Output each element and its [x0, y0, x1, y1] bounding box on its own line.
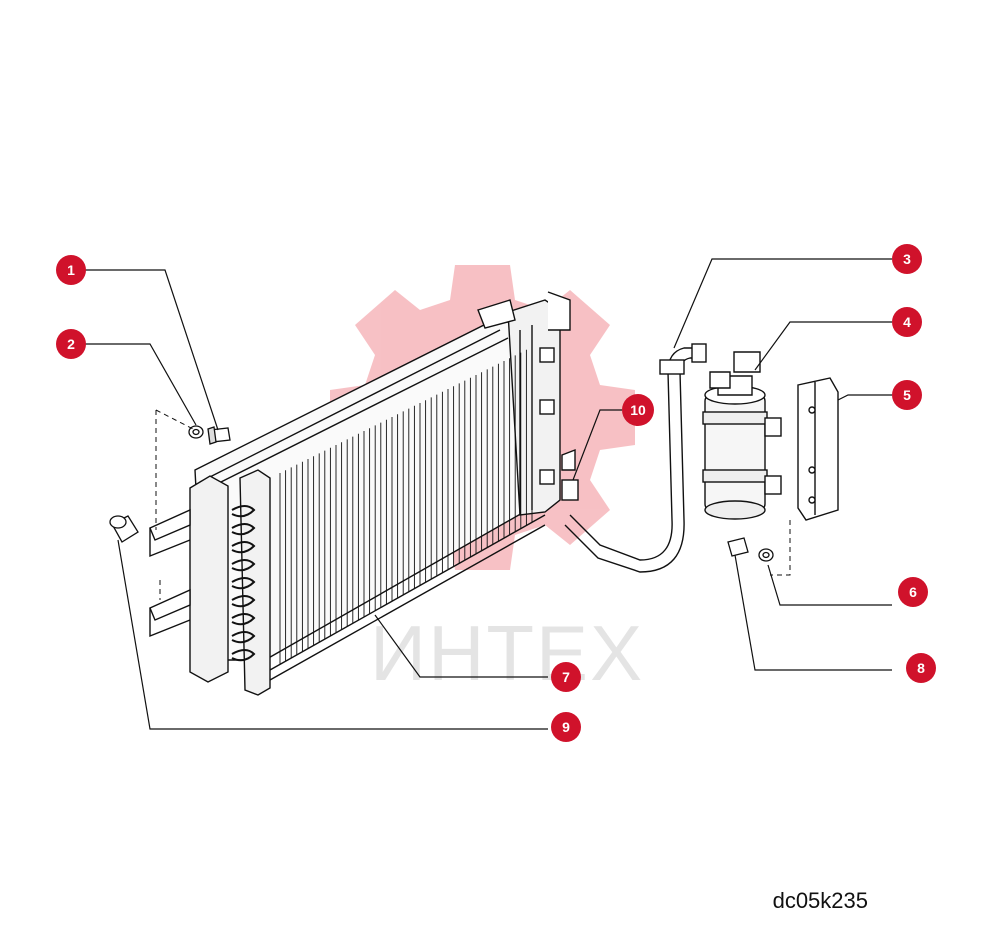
- callout-5[interactable]: 5: [892, 380, 922, 410]
- callout-2[interactable]: 2: [56, 329, 86, 359]
- watermark-text: ИНТЕХ: [370, 609, 644, 697]
- callout-5-label: 5: [903, 387, 911, 403]
- callout-10-label: 10: [630, 402, 646, 418]
- phantom-lines: [155, 409, 791, 600]
- nut-and-bolt: [188, 425, 231, 445]
- receiver-drier: [702, 351, 782, 520]
- callout-2-label: 2: [67, 336, 75, 352]
- callout-3-label: 3: [903, 251, 911, 267]
- reference-code: dc05k235: [772, 888, 868, 913]
- bolt-and-washer: [727, 537, 774, 562]
- callout-3[interactable]: 3: [892, 244, 922, 274]
- spacer-sleeve: [109, 515, 139, 543]
- callout-9[interactable]: 9: [551, 712, 581, 742]
- callout-7-label: 7: [562, 669, 570, 685]
- callout-9-label: 9: [562, 719, 570, 735]
- callout-4-label: 4: [903, 314, 911, 330]
- callout-markers: 1 2 3 4 5 6 7 8 9 10: [56, 244, 936, 742]
- mounting-bracket: [797, 377, 839, 521]
- callout-1-label: 1: [67, 262, 75, 278]
- callout-7[interactable]: 7: [551, 662, 581, 692]
- callout-6[interactable]: 6: [898, 577, 928, 607]
- callout-1[interactable]: 1: [56, 255, 86, 285]
- condenser: [149, 291, 571, 696]
- leader-lines: [84, 258, 892, 730]
- callout-8-label: 8: [917, 660, 925, 676]
- callout-10[interactable]: 10: [622, 394, 654, 426]
- callout-8[interactable]: 8: [906, 653, 936, 683]
- refrigerant-hose: [561, 343, 707, 573]
- callout-4[interactable]: 4: [892, 307, 922, 337]
- callout-6-label: 6: [909, 584, 917, 600]
